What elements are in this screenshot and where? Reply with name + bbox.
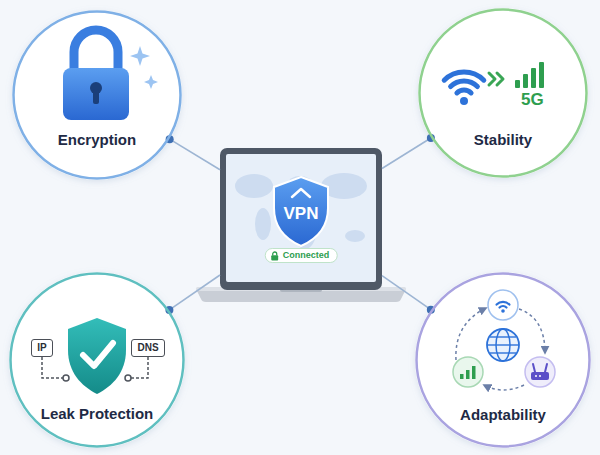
tag-text: IP [37,342,46,354]
status-pill: Connected [283,250,330,260]
feature-title-wrap: Encryption [12,131,182,149]
connector-line [382,276,431,310]
connector-line [382,138,431,168]
feature-circle: IP DNS Leak Protection [9,272,185,448]
padlock-icon [63,30,158,120]
leak-tag-box: DNS [131,339,165,357]
feature-title-wrap: Leak Protection [9,405,185,423]
feature-title-wrap: Stability [418,131,588,149]
circle-outline [418,8,588,178]
feature-circle: Encryption [12,10,182,180]
feature-title: Leak Protection [41,405,154,422]
tag-text-wrap: DNS [132,340,164,356]
feature-title: Stability [474,131,532,148]
adaptability-cycle-icon [453,290,555,390]
label-wrap: 5G [521,90,544,110]
lock-icon [271,251,279,261]
circle-disc [9,8,591,448]
connector-line [169,275,220,310]
feature-circle: Adaptability [415,272,591,448]
connector-line [170,139,220,170]
laptop-screen: VPN Connected [220,148,382,290]
feature-title: Adaptability [460,406,546,423]
tag-text: DNS [137,342,158,354]
leak-tag-box: IP [31,339,53,357]
network-label: 5G [521,90,544,109]
feature-title-wrap: Adaptability [415,406,591,424]
status-pill-wrap: Connected [265,248,338,263]
feature-title: Encryption [58,131,136,148]
tag-text-wrap: IP [32,340,52,356]
vpn-label: VPN [284,204,319,223]
vpn-label-wrap: VPN [220,204,382,224]
circle-outline [12,10,182,180]
feature-circle: Stability [418,8,588,178]
laptop-illustration [196,148,406,302]
